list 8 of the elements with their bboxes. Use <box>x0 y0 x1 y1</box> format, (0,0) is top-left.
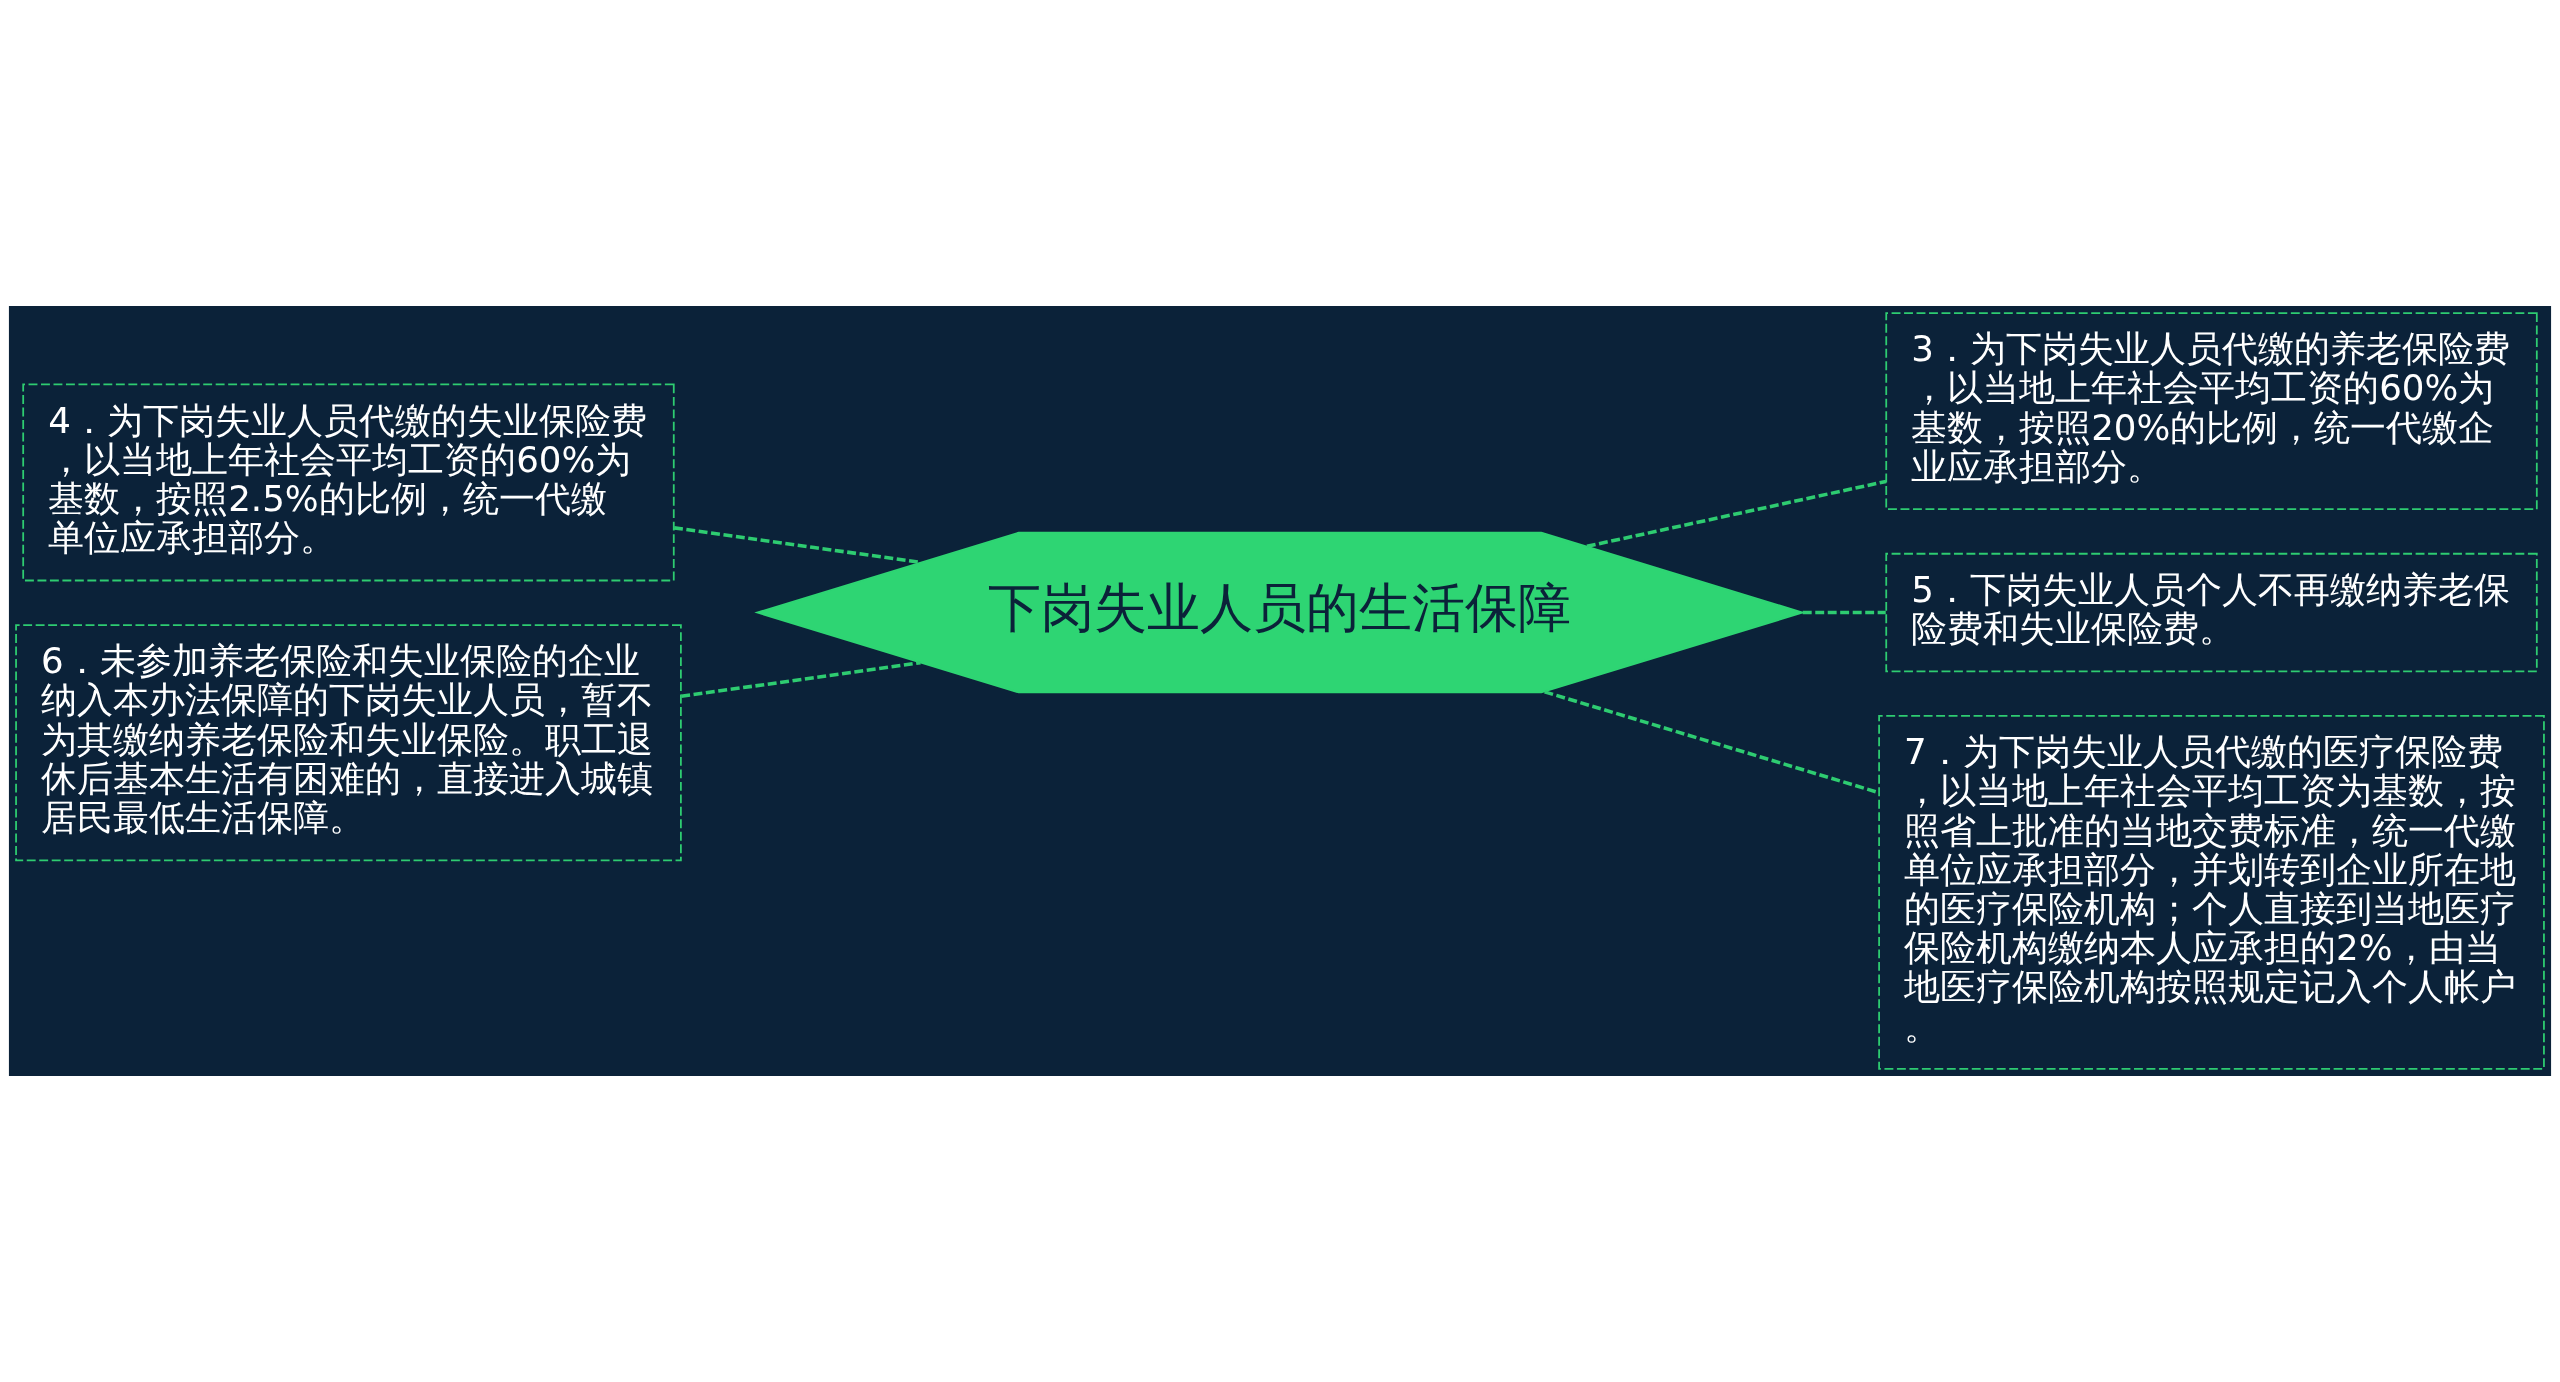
node-box: 5．下岗失业人员个人不再缴纳养老保险费和失业保险费。 <box>1885 552 2538 673</box>
node-box: 3．为下岗失业人员代缴的养老保险费，以当地上年社会平均工资的60%为基数，按照20%的比例，统一代缴企业应承担部分。 <box>1885 312 2538 511</box>
connector <box>1586 479 1887 549</box>
connector <box>1802 610 1886 615</box>
connector <box>681 660 921 699</box>
node-box: 6．未参加养老保险和失业保险的企业纳入本办法保障的下岗失业人员，暂不为其缴纳养老保险和失业保险。职工退休后基本生活有困难的，直接进入城镇居民最低生活保障。 <box>15 624 682 862</box>
node-box: 7．为下岗失业人员代缴的医疗保险费，以当地上年社会平均工资为基数，按照省上批准的当地交费标准，统一代缴单位应承担部分，并划转到企业所在地的医疗保险机构；个人直接到当地医疗保险机构缴纳本人应承担的2%，由当地医疗保险机构按照规定记入个人帐户。 <box>1878 715 2545 1070</box>
node-box: 4．为下岗失业人员代缴的失业保险费，以当地上年社会平均工资的60%为基数，按照2.5%的比例，统一代缴单位应承担部分。 <box>22 383 675 582</box>
